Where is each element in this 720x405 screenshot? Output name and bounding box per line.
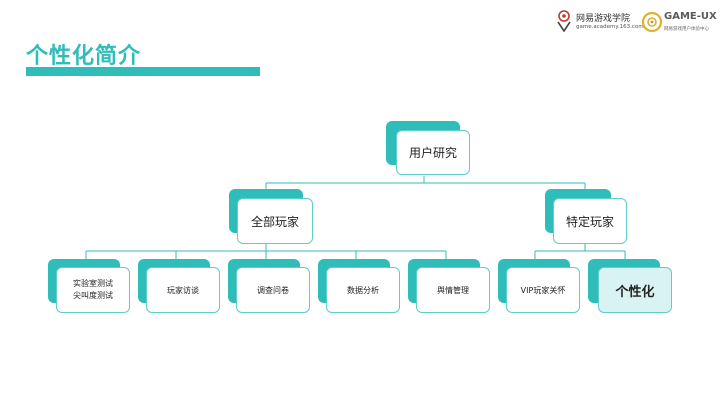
node-specific-players-label: 特定玩家 [565,214,614,229]
netease-academy-logo-icon [557,10,571,32]
node-specific-players: 特定玩家 [545,189,631,245]
connector-right-branch [534,243,626,260]
slide-title: 个性化简介 [26,44,142,69]
node-vip-care: VIP玩家关怀 [498,259,582,314]
game-ux-name: GAME-UX [664,11,717,22]
node-lab-test-label: 实验室测试 尖叫度测试 [73,279,113,300]
node-player-interview-label: 玩家访谈 [167,285,199,295]
node-survey-label: 调查问卷 [257,285,289,295]
game-ux-logo: GAME-UX 网易游戏用户体验中心 [640,10,718,36]
netease-academy-logo: 网易游戏学院 game.academy.163.com [556,10,644,36]
connector-root-level2 [265,176,586,190]
netease-academy-url: game.academy.163.com [576,24,644,30]
game-ux-subtitle: 网易游戏用户体验中心 [664,27,709,32]
node-data-analysis-label: 数据分析 [347,285,379,295]
node-opinion-management: 舆情管理 [408,259,492,314]
node-lab-test: 实验室测试 尖叫度测试 [48,259,132,314]
node-all-players-label: 全部玩家 [250,214,299,229]
node-survey: 调查问卷 [228,259,312,314]
netease-academy-name: 网易游戏学院 [576,14,631,24]
title-underline-bar [26,67,260,76]
node-root-label: 用户研究 [408,146,457,160]
node-player-interview: 玩家访谈 [138,259,222,314]
node-data-analysis: 数据分析 [318,259,402,314]
node-opinion-management-label: 舆情管理 [437,285,469,295]
node-vip-care-label: VIP玩家关怀 [520,285,566,295]
node-all-players: 全部玩家 [229,189,315,245]
node-root: 用户研究 [386,121,472,177]
node-personalization-label: 个性化 [615,284,655,300]
connector-left-branch [85,243,447,260]
game-ux-logo-icon [641,11,663,33]
node-personalization: 个性化 [588,259,674,314]
